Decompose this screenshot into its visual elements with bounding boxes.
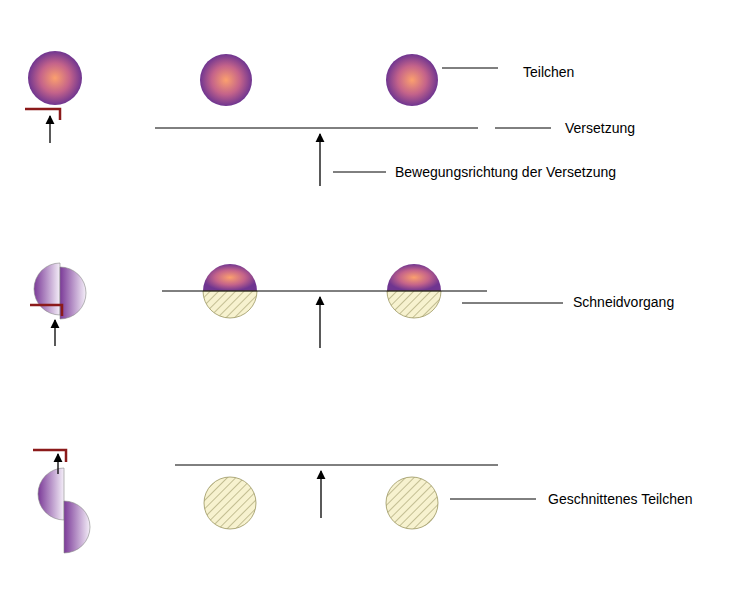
motion-arrow bbox=[319, 297, 320, 348]
part-label: Schneidvorgang bbox=[573, 294, 674, 311]
motion-arrow bbox=[319, 134, 320, 186]
particle bbox=[386, 54, 438, 106]
cut-half bbox=[203, 291, 257, 318]
particle bbox=[28, 51, 82, 105]
part-label: Geschnittenes Teilchen bbox=[548, 491, 693, 508]
particle-side bbox=[64, 501, 90, 553]
dislocation-line bbox=[162, 291, 487, 292]
dislocation-symbol bbox=[25, 109, 60, 120]
leader-line bbox=[462, 303, 563, 304]
particle-side bbox=[60, 267, 86, 319]
leader-line bbox=[495, 128, 551, 129]
motion-arrow bbox=[57, 454, 58, 474]
motion-arrow bbox=[320, 471, 321, 518]
motion-arrow bbox=[54, 320, 55, 346]
dislocation-symbol bbox=[30, 305, 62, 316]
motion-arrow bbox=[49, 116, 50, 143]
particle-half bbox=[387, 264, 441, 291]
row-after bbox=[33, 450, 536, 553]
leader-line bbox=[442, 68, 498, 69]
particle-half bbox=[203, 264, 257, 291]
part-label: Versetzung bbox=[565, 120, 635, 137]
cut-half bbox=[387, 291, 441, 318]
leader-line bbox=[333, 172, 386, 173]
particle-side bbox=[34, 263, 60, 315]
dislocation-line bbox=[175, 465, 498, 466]
cut-particle bbox=[386, 477, 438, 529]
part-label: Bewegungsrichtung der Versetzung bbox=[395, 164, 616, 181]
dislocation-line bbox=[155, 128, 478, 129]
particle bbox=[200, 54, 252, 106]
cut-particle bbox=[204, 477, 256, 529]
particle-side bbox=[38, 468, 64, 520]
part-label: Teilchen bbox=[523, 64, 574, 81]
row-cutting bbox=[30, 263, 563, 348]
dislocation-symbol bbox=[33, 450, 66, 462]
leader-line bbox=[450, 499, 536, 500]
